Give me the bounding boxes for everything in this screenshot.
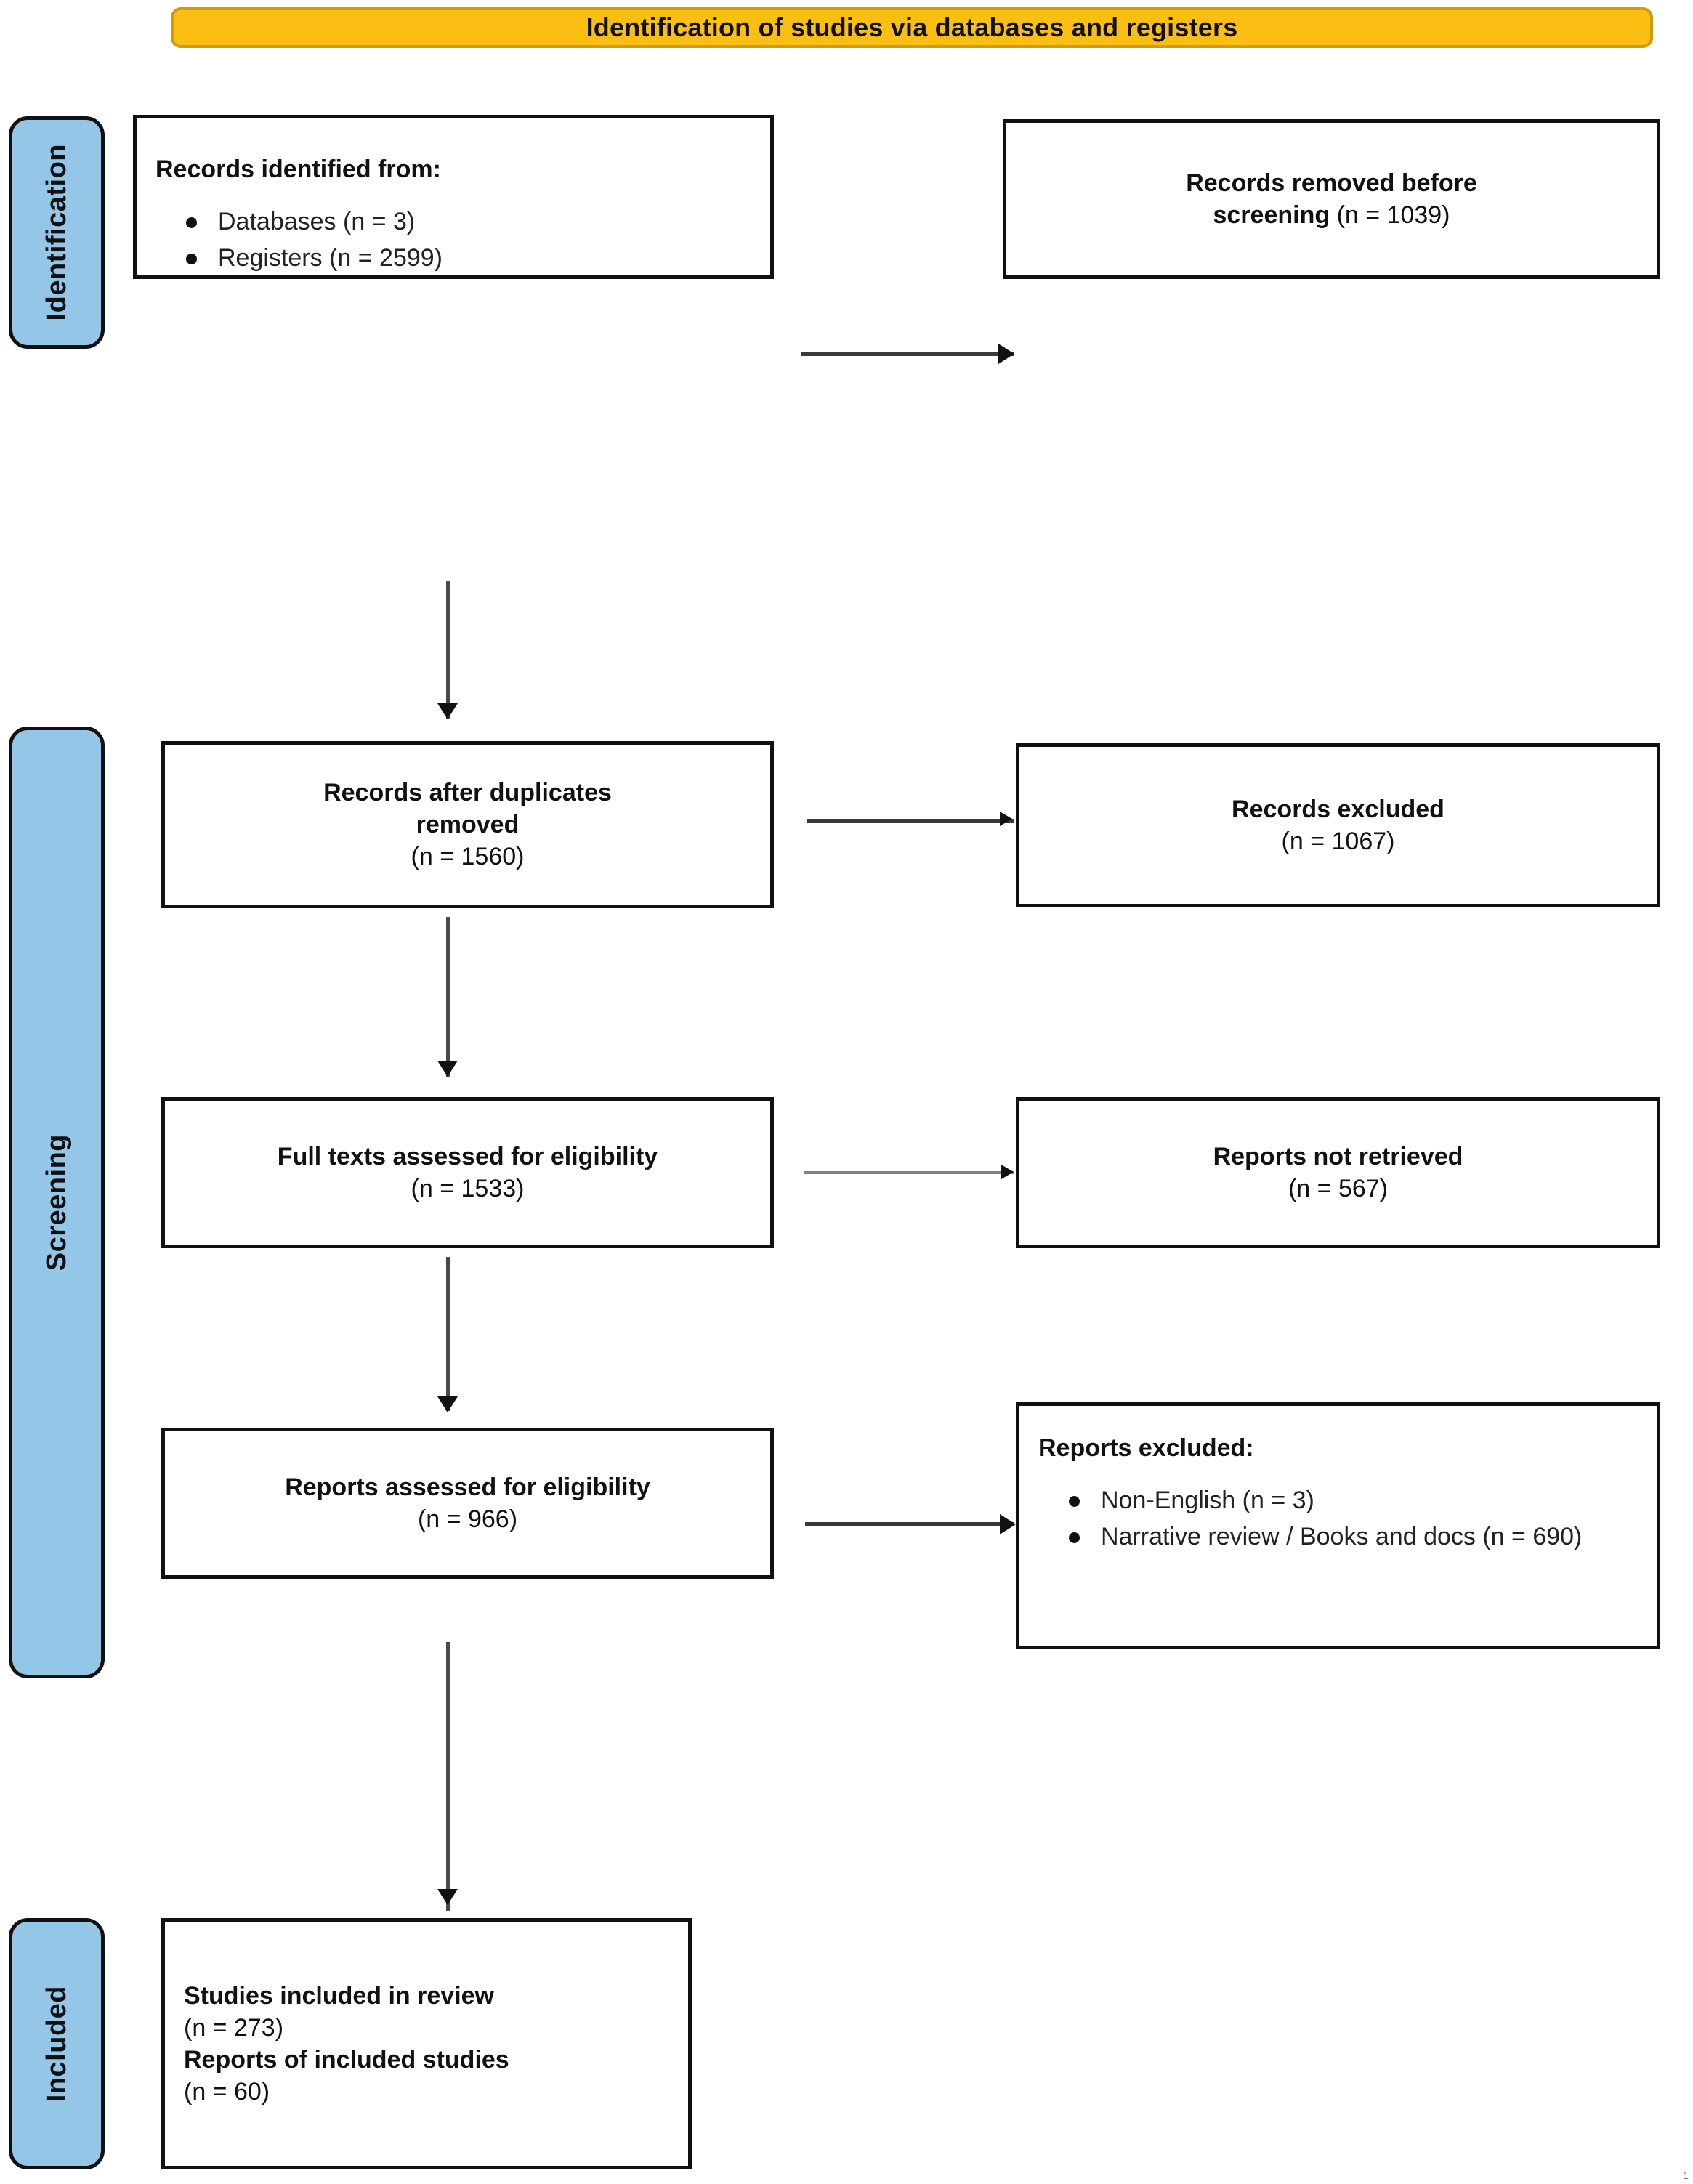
bullet-dot-icon xyxy=(1069,1532,1080,1543)
box-title-line2: screening (n = 1039) xyxy=(1025,199,1638,231)
box-full-texts-assessed: Full texts assessed for eligibility (n =… xyxy=(161,1097,774,1248)
bullet-dot-icon xyxy=(186,217,197,229)
box-title: Records removed before xyxy=(1186,169,1477,197)
list-item: Non-English (n = 3) xyxy=(1069,1484,1638,1518)
list-item: Registers (n = 2599) xyxy=(186,242,751,275)
box-title: Records excluded xyxy=(1232,795,1444,823)
arrowhead-right-icon xyxy=(1000,1514,1016,1534)
corner-mark: 1 xyxy=(1683,2169,1689,2181)
box-title-line2: removed xyxy=(416,810,520,838)
list-item-label: Databases (n = 3) xyxy=(218,208,416,236)
box-records-excluded: Records excluded (n = 1067) xyxy=(1016,743,1660,907)
list-item: Narrative review / Books and docs (n = 6… xyxy=(1069,1521,1638,1554)
stage-label-included: Included xyxy=(9,1918,105,2169)
box-title: Records after duplicates xyxy=(323,778,612,806)
arrowhead-right-icon xyxy=(1001,1165,1014,1179)
connector-identified-to-removed xyxy=(801,352,1014,356)
box-count: (n = 1560) xyxy=(411,843,525,871)
stage-label-text: Screening xyxy=(41,1133,72,1271)
stage-label-identification: Identification xyxy=(9,116,105,349)
box-count: (n = 1039) xyxy=(1336,201,1450,229)
box-title: Studies included in review xyxy=(184,1981,494,2010)
box-title: Reports assessed for eligibility xyxy=(285,1473,650,1501)
arrowhead-down-icon xyxy=(437,1061,458,1077)
box-count: (n = 567) xyxy=(1288,1175,1389,1202)
box-reports-not-retrieved: Reports not retrieved (n = 567) xyxy=(1016,1097,1660,1248)
box-records-removed: Records removed before screening (n = 10… xyxy=(1003,119,1660,279)
connector-after-duplicates-to-full-texts xyxy=(446,917,450,1077)
arrowhead-right-icon xyxy=(1000,812,1012,826)
diagram-header-banner: Identification of studies via databases … xyxy=(171,7,1653,48)
records-identified-bullets: Databases (n = 3) Registers (n = 2599) xyxy=(155,206,751,278)
arrowhead-down-icon xyxy=(437,1396,458,1412)
box-title: Full texts assessed for eligibility xyxy=(277,1142,658,1170)
stage-label-screening: Screening xyxy=(9,727,105,1678)
connector-full-texts-to-reports-assessed xyxy=(446,1257,450,1411)
box-records-after-duplicates: Records after duplicates removed (n = 15… xyxy=(161,741,774,908)
reports-excluded-bullets: Non-English (n = 3) Narrative review / B… xyxy=(1038,1484,1638,1556)
box-reports-excluded: Reports excluded: Non-English (n = 3) Na… xyxy=(1016,1402,1660,1649)
connector-reports-assessed-to-reports-excluded xyxy=(805,1522,1014,1526)
box-title-text: screening xyxy=(1213,201,1337,229)
box-title: Records identified from: xyxy=(155,155,441,183)
bullet-dot-icon xyxy=(1069,1496,1080,1508)
arrowhead-right-icon xyxy=(998,344,1014,364)
arrowhead-down-icon xyxy=(437,703,458,719)
box-count-2: (n = 60) xyxy=(184,2078,270,2106)
box-records-identified: Records identified from: Databases (n = … xyxy=(133,115,774,279)
box-count: (n = 1533) xyxy=(411,1175,525,1202)
list-item-label: Non-English (n = 3) xyxy=(1101,1487,1314,1515)
list-item-label: Registers (n = 2599) xyxy=(218,243,443,272)
box-count: (n = 273) xyxy=(184,2013,284,2042)
box-title: Reports not retrieved xyxy=(1213,1142,1463,1170)
list-item: Databases (n = 3) xyxy=(186,206,751,239)
connector-after-duplicates-to-records-excluded xyxy=(807,819,1014,823)
box-title-line2: Reports of included studies xyxy=(184,2046,509,2074)
connector-full-texts-to-not-retrieved xyxy=(804,1171,1014,1174)
bullet-dot-icon xyxy=(186,253,197,264)
box-title: Reports excluded: xyxy=(1038,1434,1254,1462)
box-count: (n = 1067) xyxy=(1281,828,1395,855)
box-reports-assessed: Reports assessed for eligibility (n = 96… xyxy=(161,1428,774,1579)
box-studies-included: Studies included in review (n = 273) Rep… xyxy=(161,1918,692,2169)
connector-identified-to-after-duplicates xyxy=(446,581,450,719)
arrowhead-down-icon xyxy=(437,1889,458,1905)
stage-label-text: Identification xyxy=(41,144,72,321)
box-count: (n = 966) xyxy=(417,1505,518,1533)
stage-label-text: Included xyxy=(41,1985,72,2103)
banner-title: Identification of studies via databases … xyxy=(586,12,1238,42)
connector-reports-assessed-to-included xyxy=(446,1642,450,1911)
list-item-label: Narrative review / Books and docs (n = 6… xyxy=(1101,1522,1583,1550)
